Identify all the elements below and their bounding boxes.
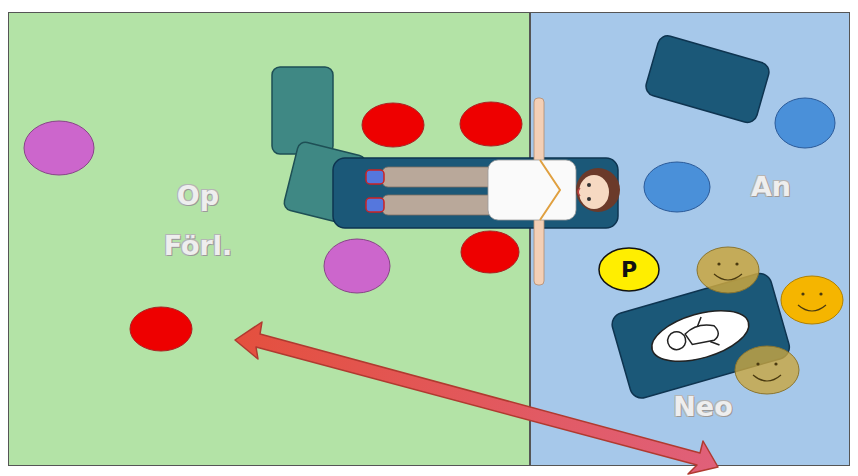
- staff-marker: [461, 231, 519, 273]
- smiley-face: [735, 346, 799, 394]
- zone-label: P: [621, 257, 637, 282]
- staff-marker: [362, 103, 424, 147]
- smiley-face: [697, 247, 759, 293]
- node-outline: [599, 248, 659, 291]
- staff-marker: [775, 98, 835, 148]
- staff-marker: [460, 102, 522, 146]
- marker-circle: P: [598, 247, 660, 292]
- staff-marker: [324, 239, 390, 293]
- staff-marker: [24, 121, 94, 175]
- staff-marker: [130, 307, 192, 351]
- staff-marker: [644, 162, 710, 212]
- cabinet: [272, 67, 333, 154]
- operating-table: [333, 158, 618, 228]
- smiley-face: [781, 276, 843, 324]
- zone-label: An: [751, 171, 791, 202]
- zone-label: Op Förl.: [143, 171, 253, 271]
- zone-label: Neo: [673, 391, 732, 422]
